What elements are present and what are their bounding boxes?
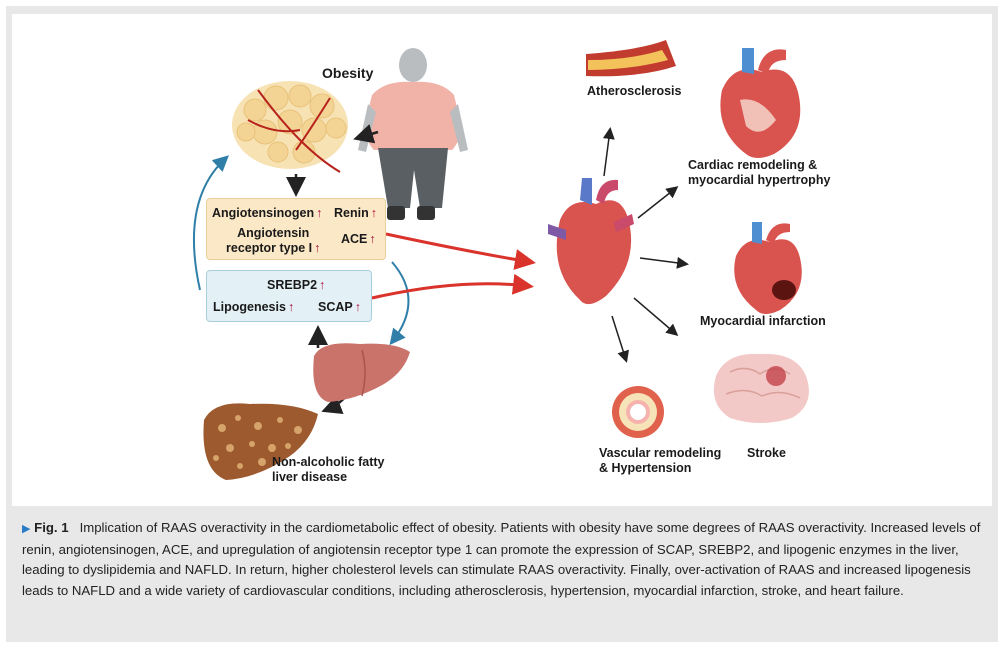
caption-text: Implication of RAAS overactivity in the …	[22, 520, 981, 598]
renin-label: Renin↑	[334, 206, 377, 221]
central-heart-icon	[548, 178, 634, 305]
person-to-adipose-arrow	[353, 124, 379, 144]
heart-to-stroke-arrow	[633, 297, 679, 336]
cardiac-line1: Cardiac remodeling &	[688, 158, 818, 172]
lipogenesis-label: Lipogenesis↑	[213, 300, 294, 315]
fatty-liver-icon	[203, 403, 318, 480]
vascular-line2: & Hypertension	[599, 461, 692, 475]
lipid-to-heart-arrow	[371, 273, 534, 300]
heart-to-infarction-arrow	[639, 256, 689, 269]
up-arrow-icon: ↑	[314, 241, 321, 255]
lipogenesis-text: Lipogenesis	[213, 300, 286, 314]
ace-label: ACE↑	[341, 232, 376, 247]
nafld-line1: Non-alcoholic fatty	[272, 455, 385, 469]
nafld-line2: liver disease	[272, 470, 348, 484]
up-arrow-icon: ↑	[316, 206, 323, 220]
adipose-tissue-icon	[232, 81, 348, 173]
brain-icon	[713, 353, 809, 423]
obesity-label: Obesity	[322, 65, 374, 81]
up-arrow-icon: ↑	[369, 232, 376, 246]
raas-to-liver-arrow	[389, 261, 410, 346]
up-arrow-icon: ↑	[370, 206, 377, 220]
heart-to-cardiac-arrow	[637, 186, 679, 219]
liver-icon	[313, 343, 410, 402]
infarction-heart-icon	[734, 222, 802, 314]
receptor-line1: Angiotensin	[237, 226, 310, 240]
up-arrow-icon: ↑	[354, 300, 361, 314]
renin-text: Renin	[334, 206, 369, 220]
atherosclerosis-label: Atherosclerosis	[587, 84, 682, 98]
vascular-ring-icon	[612, 386, 664, 438]
lipid-box	[206, 270, 372, 322]
caption-marker-icon: ▶	[22, 523, 31, 535]
scap-label: SCAP↑	[318, 300, 361, 315]
up-arrow-icon: ↑	[319, 278, 326, 292]
hypertrophy-heart-icon	[720, 48, 801, 158]
caption-fig-label: Fig. 1	[34, 520, 69, 535]
srebp2-label: SREBP2↑	[267, 278, 325, 293]
cardiac-remodeling-label: Cardiac remodeling &myocardial hypertrop…	[688, 158, 830, 188]
heart-to-athero-arrow	[602, 127, 615, 177]
figure-caption: ▶ Fig. 1 Implication of RAAS overactivit…	[22, 518, 988, 601]
angiotensinogen-text: Angiotensinogen	[212, 206, 315, 220]
vascular-line1: Vascular remodeling	[599, 446, 722, 460]
raas-to-heart-arrow	[385, 232, 536, 270]
up-arrow-icon: ↑	[287, 300, 295, 314]
receptor-line2: receptor type I	[226, 241, 313, 255]
raas-box	[206, 198, 386, 260]
atherosclerosis-vessel-icon	[586, 40, 676, 77]
scap-text: SCAP	[318, 300, 353, 314]
ace-text: ACE	[341, 232, 368, 246]
srebp2-text: SREBP2	[267, 278, 318, 292]
heart-to-vascular-arrow	[611, 315, 629, 363]
cardiac-line2: myocardial hypertrophy	[688, 173, 831, 187]
feedback-arrow	[192, 155, 229, 291]
angiotensinogen-label: Angiotensinogen↑	[212, 206, 322, 221]
infarction-label: Myocardial infarction	[700, 314, 826, 328]
stroke-label: Stroke	[747, 446, 786, 460]
vascular-label: Vascular remodeling& Hypertension	[599, 446, 721, 476]
